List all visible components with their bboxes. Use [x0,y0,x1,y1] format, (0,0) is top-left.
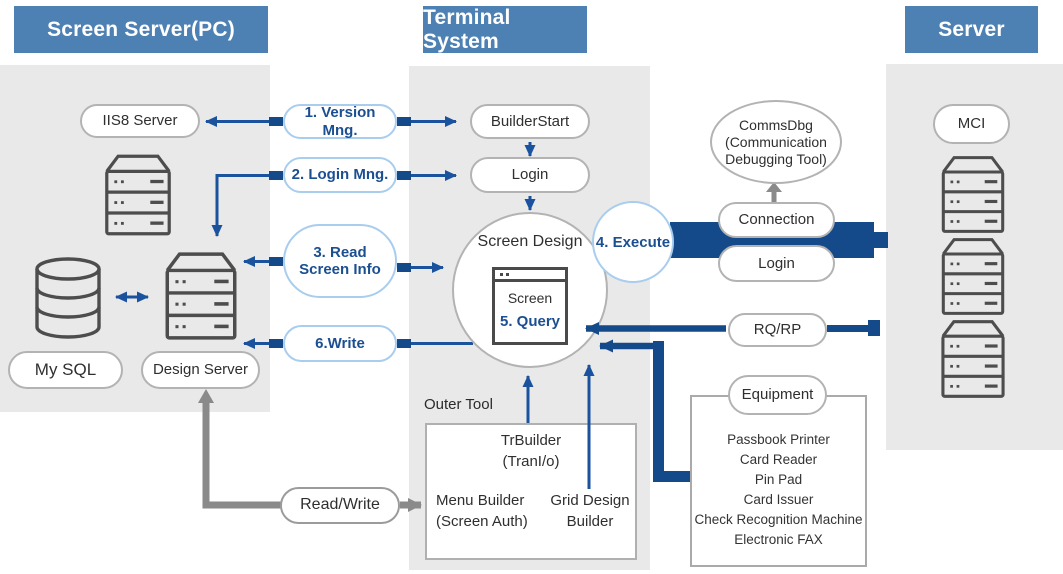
flow-6-label: 6.Write [315,334,365,352]
equipment-item: Card Issuer [743,492,814,507]
rqrp-right-arrow [827,320,880,336]
node-login: Login [470,157,590,193]
node-mci: MCI [933,104,1010,144]
outer-tool-box [425,423,637,560]
commsdbg-line1: CommsDbg [739,116,813,133]
node-equipment: Equipment [728,375,827,415]
menu-builder-line2: (Screen Auth) [436,513,528,530]
node-iis8-server-label: IIS8 Server [102,112,178,130]
node-menu-builder: Menu Builder (Screen Auth) [436,490,558,532]
node-mysql-label: My SQL [34,360,97,380]
flow-6-write: 6.Write [283,325,397,362]
screen-design-title: Screen Design [452,233,608,251]
node-mysql: My SQL [8,351,123,389]
node-commsdbg: CommsDbg (Communication Debugging Tool) [710,100,842,184]
screen-window-icon: Screen 5. Query [492,267,568,345]
header-terminal-system: Terminal System [423,6,587,53]
screen-window-titlebar [495,270,565,282]
flow-read-write-label: Read/Write [300,496,380,514]
node-rqrp-label: RQ/RP [753,321,802,339]
node-connection: Connection [718,202,835,238]
node-builder-start: BuilderStart [470,104,590,139]
node-rqrp: RQ/RP [728,313,827,347]
outer-tool-label-text: Outer Tool [424,396,493,413]
equipment-item: Pin Pad [754,472,803,487]
node-mci-label: MCI [957,115,986,133]
menu-builder-line1: Menu Builder [436,492,525,509]
header-screen-server: Screen Server(PC) [14,6,268,53]
flow-1-label: 1. Version Mng. [304,104,376,139]
flow-4-label: 4. Execute [595,233,671,251]
node-builder-start-label: BuilderStart [490,112,570,130]
node-iis8-server: IIS8 Server [80,104,200,138]
flow-2-label: 2. Login Mng. [291,166,389,184]
flow-5-query-label: 5. Query [499,313,561,331]
node-design-server: Design Server [141,351,260,389]
grid-builder-line2: Builder [566,513,614,530]
screen-design-title-label: Screen Design [477,233,583,250]
flow-1-version-mng: 1. Version Mng. [283,104,397,139]
equipment-box: Passbook Printer Card Reader Pin Pad Car… [690,395,867,567]
node-grid-design-builder: Grid Design Builder [545,490,635,532]
header-terminal-system-label: Terminal System [423,5,511,53]
equipment-item: Check Recognition Machine [694,512,863,527]
tr-builder-line1: TrBuilder [500,432,562,449]
outer-tool-label: Outer Tool [424,396,524,413]
node-tr-builder: TrBuilder (TranI/o) [425,430,637,472]
commsdbg-connector [766,182,782,204]
flow-3-read-screen-info: 3. Read Screen Info [283,224,397,298]
node-comm-login: Login [718,245,835,282]
equipment-list: Passbook Printer Card Reader Pin Pad Car… [692,430,865,550]
header-server-label: Server [938,17,1005,41]
window-dot-icon [506,273,509,276]
tr-builder-line2: (TranI/o) [502,453,560,470]
node-equipment-label: Equipment [741,386,814,404]
screen-window-label: Screen [507,289,553,306]
header-server: Server [905,6,1038,53]
flow-3-label: 3. Read Screen Info [299,243,381,278]
header-screen-server-label: Screen Server(PC) [47,17,235,41]
commsdbg-line3: Debugging Tool) [725,150,827,167]
flow-2-login-mng: 2. Login Mng. [283,157,397,193]
equipment-item: Electronic FAX [734,532,823,547]
equipment-corner-line [653,341,690,482]
flow-read-write: Read/Write [280,487,400,524]
node-connection-label: Connection [738,211,815,229]
node-design-server-label: Design Server [152,361,249,379]
commsdbg-line2: (Communication [725,133,827,150]
window-dot-icon [500,273,503,276]
grid-builder-line1: Grid Design [550,492,630,509]
equipment-item: Passbook Printer [727,432,830,447]
node-comm-login-label: Login [758,254,795,272]
equipment-item: Card Reader [739,452,818,467]
node-login-label: Login [511,166,549,184]
flow-4-execute-circle: 4. Execute [592,201,674,283]
